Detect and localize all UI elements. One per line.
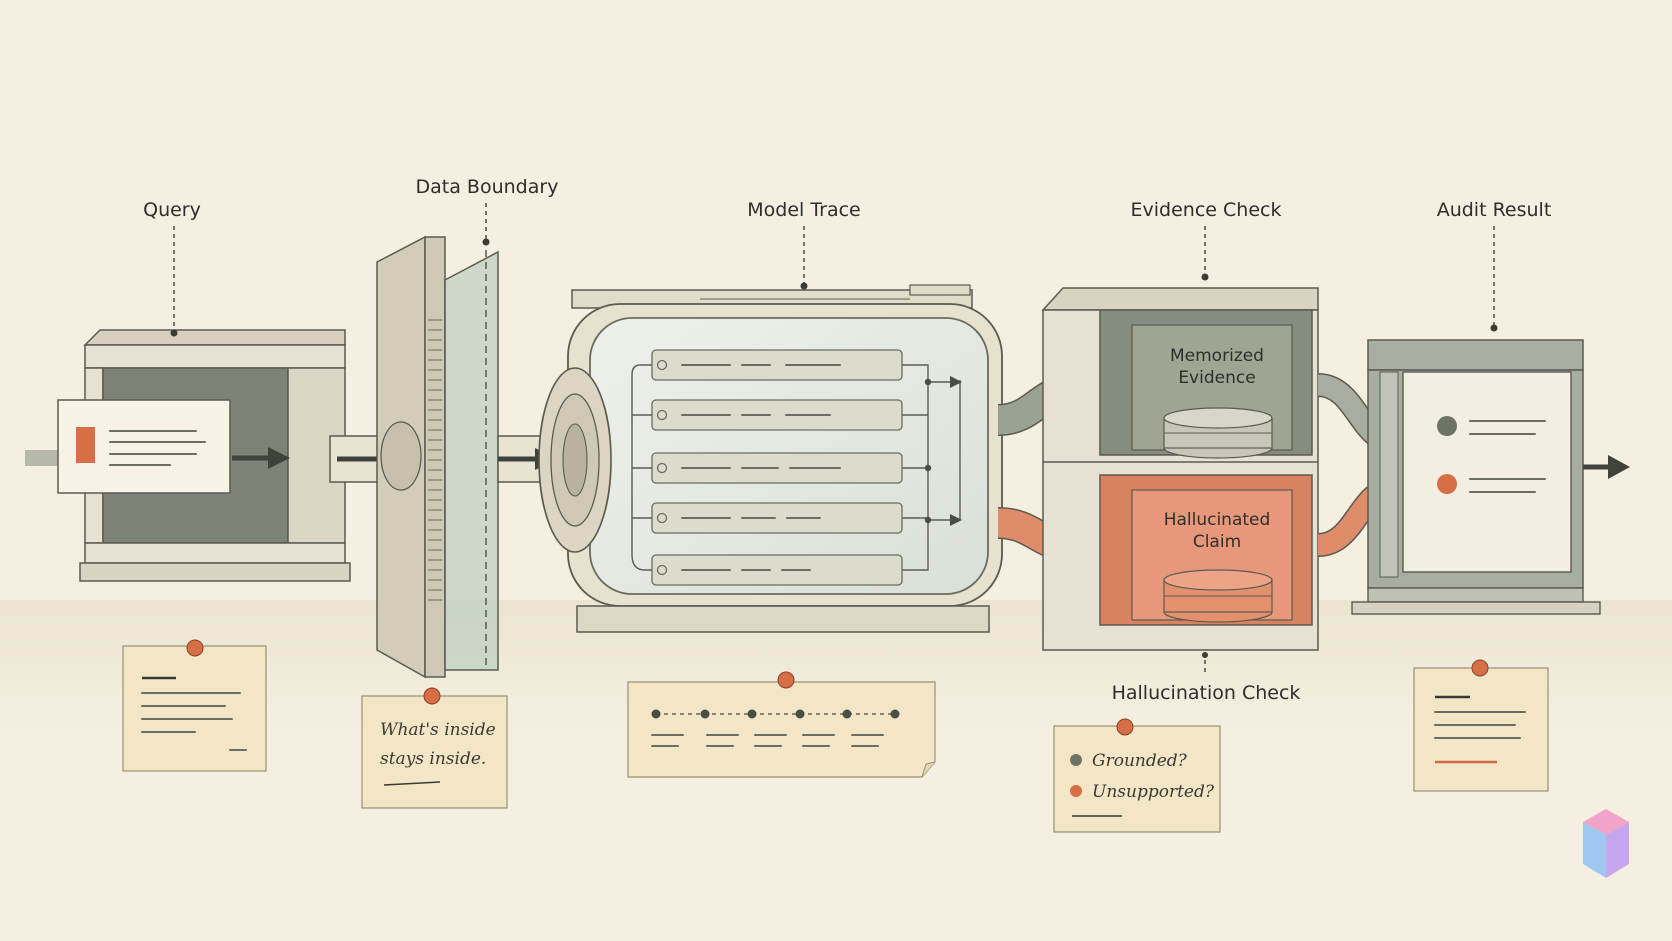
trace-row	[651, 502, 903, 534]
query-label: Query	[143, 199, 201, 221]
hallucination-check-label: Hallucination Check	[1112, 682, 1301, 704]
pushpin-icon	[186, 639, 204, 657]
sticky-note: What's inside stays inside.	[361, 687, 508, 809]
claim-label: Claim	[1193, 532, 1241, 552]
trace-row	[651, 399, 903, 431]
model-trace-chamber	[538, 284, 1003, 633]
document-icon	[57, 399, 231, 494]
trace-row	[651, 349, 903, 381]
memorized-label: Memorized	[1170, 346, 1264, 366]
storage-disk-icon	[1163, 569, 1273, 623]
sticky-note	[627, 671, 936, 778]
model-trace-label: Model Trace	[747, 199, 861, 221]
boundary-note-line2: stays inside.	[380, 749, 486, 769]
sticky-note: Grounded? Unsupported?	[1053, 718, 1221, 833]
pushpin-icon	[423, 687, 441, 705]
pushpin-icon	[777, 671, 795, 689]
evidence-check-machine: Memorized Evidence Hallucinated Claim	[1041, 287, 1319, 651]
boundary-note-line1: What's inside	[380, 720, 496, 740]
arrow-icon	[232, 447, 290, 469]
data-boundary-label: Data Boundary	[416, 176, 559, 198]
cube-logo-icon	[1583, 809, 1629, 878]
grounded-note-item: Grounded?	[1092, 751, 1188, 771]
trace-row	[651, 452, 903, 484]
stage-labels: Query Data Boundary Model Trace Evidence…	[143, 176, 1551, 704]
arrow-icon	[1583, 455, 1630, 479]
storage-disk-icon	[1163, 407, 1273, 459]
sticky-note	[122, 639, 267, 772]
trace-row	[651, 554, 903, 586]
query-machine	[25, 329, 351, 582]
audit-result-machine	[1351, 339, 1630, 615]
evidence-check-label: Evidence Check	[1131, 199, 1282, 221]
sticky-note	[1413, 659, 1549, 792]
audit-result-label: Audit Result	[1437, 199, 1552, 221]
pushpin-icon	[1471, 659, 1489, 677]
unsupported-note-item: Unsupported?	[1092, 782, 1215, 802]
evidence-label: Evidence	[1178, 368, 1255, 388]
pushpin-icon	[1116, 718, 1134, 736]
data-boundary-wall	[376, 235, 499, 679]
hallucinated-label: Hallucinated	[1164, 510, 1271, 530]
